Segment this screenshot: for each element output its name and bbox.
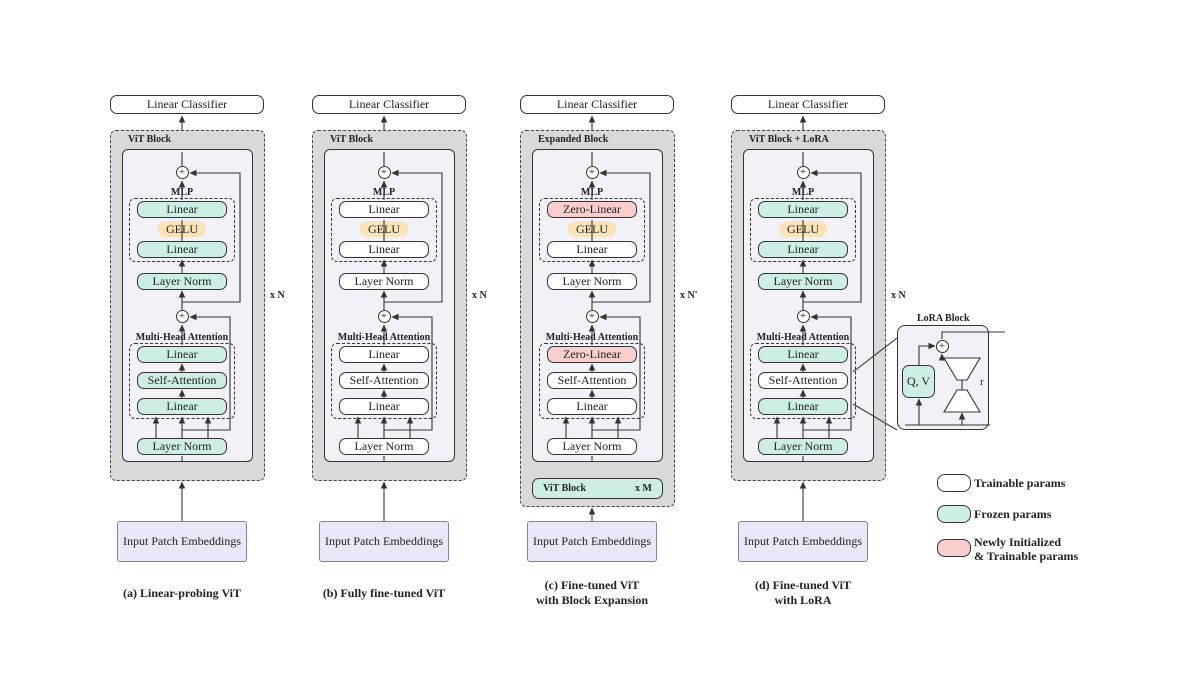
- residual-add-icon: +: [585, 166, 599, 179]
- extra-block-label: ViT Block: [543, 483, 587, 494]
- residual-add-icon: +: [377, 310, 391, 323]
- layer-norm-bottom: Layer Norm: [137, 438, 227, 455]
- panel-caption: (a) Linear-probing ViT: [92, 586, 272, 601]
- panel-caption: (b) Fully fine-tuned ViT: [294, 586, 474, 601]
- caption-line: with Block Expansion: [535, 593, 649, 607]
- block-title: ViT Block + LoRA: [749, 134, 829, 145]
- mha-top-layer: Linear: [339, 346, 429, 363]
- legend-text-trainable: Trainable params: [974, 476, 1065, 490]
- mha-top-layer: Linear: [758, 346, 848, 363]
- connector-line: [592, 313, 641, 431]
- connector-line: [852, 337, 898, 373]
- connector-line: [182, 169, 241, 303]
- mlp-bottom-layer: Linear: [137, 241, 227, 258]
- layer-norm-top: Layer Norm: [758, 273, 848, 290]
- legend-line: & Trainable params: [974, 549, 1079, 563]
- mlp-top-layer: Linear: [758, 201, 848, 218]
- legend-swatch-trainable: [937, 474, 971, 492]
- layer-norm-top: Layer Norm: [137, 273, 227, 290]
- extra-block-repeat: x M: [635, 483, 652, 494]
- legend-line: Trainable params: [974, 476, 1066, 490]
- residual-add-icon: +: [377, 166, 391, 179]
- residual-add-icon: +: [796, 166, 810, 179]
- mha-bottom-layer: Linear: [547, 398, 637, 415]
- layer-norm-top: Layer Norm: [339, 273, 429, 290]
- legend-text-frozen: Frozen params: [974, 507, 1051, 521]
- layer-norm-top: Layer Norm: [547, 273, 637, 290]
- block-title: ViT Block: [128, 134, 172, 145]
- lora-add-icon: +: [935, 340, 949, 353]
- connector-line: [384, 169, 443, 303]
- caption-line: (c) Fine-tuned ViT: [544, 578, 640, 592]
- self-attention: Self-Attention: [547, 372, 637, 389]
- mlp-bottom-layer: Linear: [339, 241, 429, 258]
- block-title: ViT Block: [330, 134, 374, 145]
- connector-line: [592, 169, 651, 303]
- mlp-top-layer: Zero-Linear: [547, 201, 637, 218]
- connector-line: [384, 313, 433, 431]
- legend-swatch-new: [937, 539, 971, 557]
- repeat-count: x N: [270, 290, 285, 301]
- repeat-count: x N: [891, 290, 906, 301]
- lora-a-matrix: [943, 389, 981, 413]
- layer-norm-bottom: Layer Norm: [547, 438, 637, 455]
- self-attention: Self-Attention: [137, 372, 227, 389]
- legend-line: Newly Initialized: [974, 535, 1061, 549]
- caption-line: (d) Fine-tuned ViT: [754, 578, 851, 592]
- connector-line: [852, 403, 898, 431]
- connector-line: [182, 313, 231, 431]
- mha-bottom-layer: Linear: [137, 398, 227, 415]
- linear-classifier: Linear Classifier: [520, 95, 674, 114]
- mlp-bottom-layer: Linear: [547, 241, 637, 258]
- linear-classifier: Linear Classifier: [110, 95, 264, 114]
- legend-line: Frozen params: [974, 507, 1052, 521]
- qv-projection: Q, V: [902, 365, 935, 398]
- connector-line: [803, 169, 862, 303]
- mlp-top-layer: Linear: [339, 201, 429, 218]
- residual-add-icon: +: [175, 166, 189, 179]
- input-patch-embeddings: Input Patch Embeddings: [117, 521, 247, 562]
- mlp-bottom-layer: Linear: [758, 241, 848, 258]
- lora-title: LoRA Block: [917, 313, 970, 324]
- input-patch-embeddings: Input Patch Embeddings: [738, 521, 868, 562]
- extra-vit-block: ViT Block x M: [532, 478, 663, 499]
- repeat-count: x N: [472, 290, 487, 301]
- lora-b-matrix: [943, 357, 981, 381]
- legend-text-new: Newly Initialized& Trainable params: [974, 535, 1078, 563]
- legend-swatch-frozen: [937, 505, 971, 523]
- input-patch-embeddings: Input Patch Embeddings: [527, 521, 657, 562]
- mha-top-layer: Linear: [137, 346, 227, 363]
- block-title: Expanded Block: [538, 134, 609, 145]
- layer-norm-bottom: Layer Norm: [339, 438, 429, 455]
- self-attention: Self-Attention: [758, 372, 848, 389]
- linear-classifier: Linear Classifier: [312, 95, 466, 114]
- residual-add-icon: +: [175, 310, 189, 323]
- linear-classifier: Linear Classifier: [731, 95, 885, 114]
- connector-line: [918, 342, 936, 365]
- residual-add-icon: +: [585, 310, 599, 323]
- repeat-count: x N': [680, 290, 698, 301]
- lora-rank-label: r: [980, 376, 984, 388]
- mha-top-layer: Zero-Linear: [547, 346, 637, 363]
- connector-line: [941, 331, 1005, 339]
- self-attention: Self-Attention: [339, 372, 429, 389]
- caption-line: (a) Linear-probing ViT: [122, 586, 241, 600]
- residual-add-icon: +: [796, 310, 810, 323]
- caption-line: (b) Fully fine-tuned ViT: [322, 586, 446, 600]
- mha-bottom-layer: Linear: [758, 398, 848, 415]
- mlp-top-layer: Linear: [137, 201, 227, 218]
- connector-line: [803, 313, 852, 431]
- mha-bottom-layer: Linear: [339, 398, 429, 415]
- layer-norm-bottom: Layer Norm: [758, 438, 848, 455]
- caption-line: with LoRA: [774, 593, 832, 607]
- input-patch-embeddings: Input Patch Embeddings: [319, 521, 449, 562]
